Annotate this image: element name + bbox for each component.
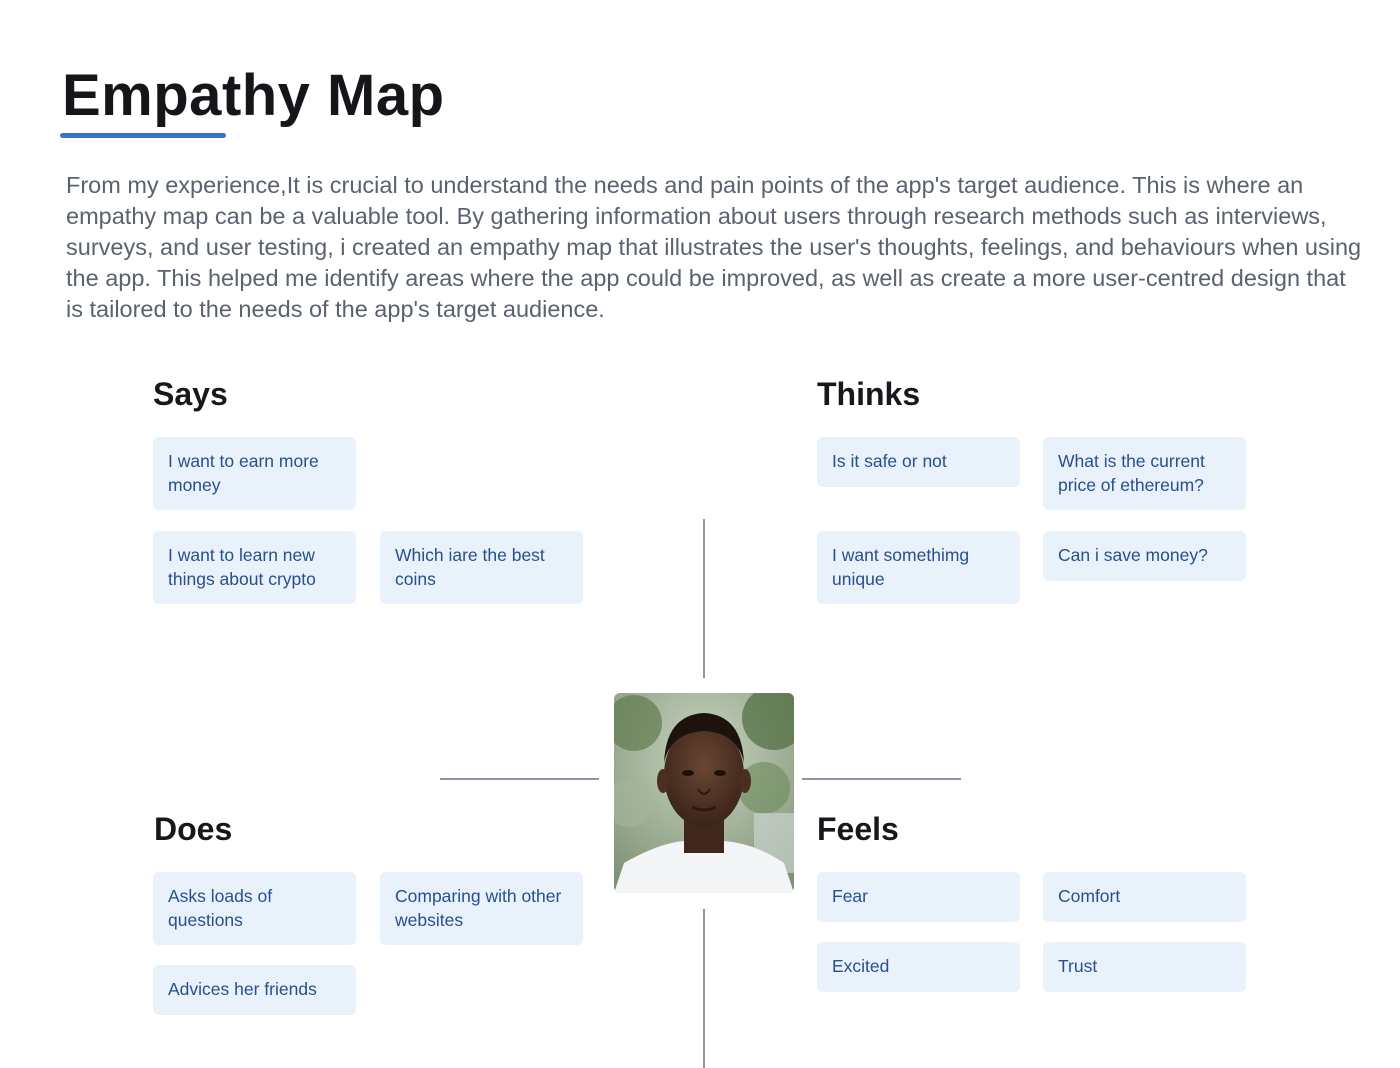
title-underline <box>60 133 226 138</box>
feels-heading: Feels <box>817 811 899 847</box>
says-card: I want to earn more money <box>153 437 356 510</box>
says-heading: Says <box>153 376 228 412</box>
thinks-heading: Thinks <box>817 376 921 412</box>
thinks-card: What is the current price of ethereum? <box>1043 437 1246 510</box>
page-title: Empathy Map <box>62 63 445 128</box>
does-card: Advices her friends <box>153 965 356 1015</box>
thinks-card: I want somethimg unique <box>817 531 1020 604</box>
feels-card: Fear <box>817 872 1020 922</box>
says-card: Which iare the best coins <box>380 531 583 604</box>
says-card: I want to learn new things about crypto <box>153 531 356 604</box>
top-divider <box>703 519 705 678</box>
does-card: Asks loads of questions <box>153 872 356 945</box>
intro-paragraph: From my experience,It is crucial to unde… <box>66 172 1362 322</box>
bottom-divider <box>703 909 705 1068</box>
feels-card: Comfort <box>1043 872 1246 922</box>
user-photo <box>614 693 794 893</box>
feels-card: Excited <box>817 942 1020 992</box>
thinks-card: Can i save money? <box>1043 531 1246 581</box>
right-divider <box>802 778 961 780</box>
left-divider <box>440 778 599 780</box>
thinks-card: Is it safe or not <box>817 437 1020 487</box>
does-card: Comparing with other websites <box>380 872 583 945</box>
feels-card: Trust <box>1043 942 1246 992</box>
does-heading: Does <box>154 811 233 847</box>
